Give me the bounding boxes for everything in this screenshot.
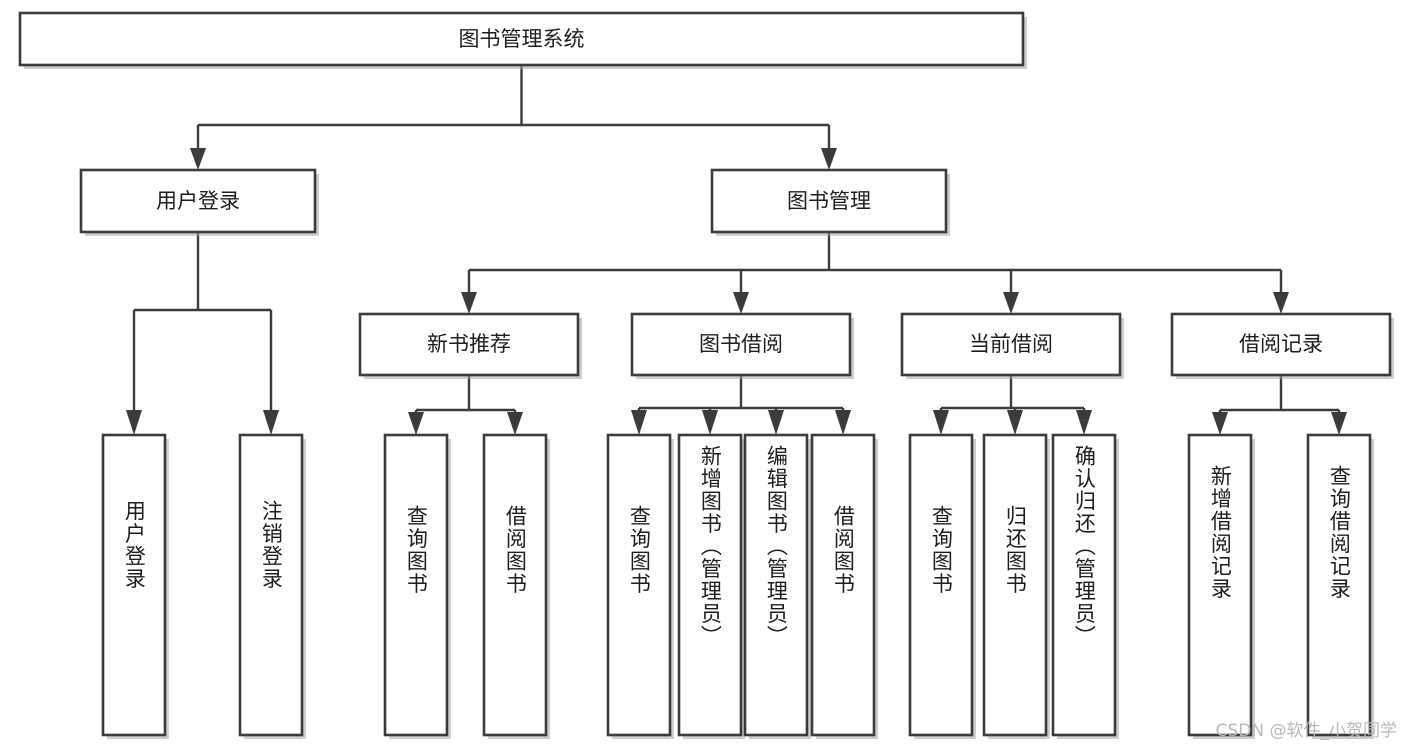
node-borrow-record-label: 借阅记录 — [1239, 332, 1323, 356]
node-book-borrow-rect — [630, 312, 852, 377]
leaf-node-confirm-return[interactable] — [1051, 433, 1119, 739]
node-new-book-recommend-label: 新书推荐 — [427, 332, 511, 356]
leaf-confirm-return-rect — [1051, 433, 1117, 737]
arrow-to-borrow — [733, 292, 749, 314]
node-root-label: 图书管理系统 — [459, 27, 585, 51]
arrow-to-borrow-record — [1273, 292, 1289, 314]
leaf-borrow-book-1-rect — [482, 433, 548, 737]
arrow-leaf-user-login — [126, 410, 142, 435]
leaf-node-borrow-book-1[interactable] — [482, 433, 550, 739]
node-user-login-rect — [79, 168, 317, 234]
leaf-node-add-record[interactable] — [1187, 433, 1255, 739]
arrow-leaf-query-book-1 — [408, 412, 424, 435]
leaf-node-edit-book[interactable] — [743, 433, 811, 739]
leaf-node-user-login[interactable] — [101, 433, 169, 739]
arrow-to-new-book — [461, 292, 477, 314]
node-book-management[interactable]: 图书管理 — [710, 168, 950, 236]
node-book-management-label: 图书管理 — [787, 189, 871, 213]
arrow-leaf-logout — [263, 410, 279, 435]
leaf-node-logout[interactable] — [238, 433, 306, 739]
node-user-login[interactable]: 用户登录 — [79, 168, 319, 236]
node-book-borrow[interactable]: 图书借阅 — [630, 312, 854, 379]
leaf-return-book-rect — [982, 433, 1048, 737]
leaf-node-borrow-book-2[interactable] — [810, 433, 878, 739]
node-borrow-record[interactable]: 借阅记录 — [1170, 312, 1394, 379]
arrow-leaf-add-record — [1212, 412, 1228, 435]
leaf-user-login-rect — [101, 433, 167, 737]
node-new-book-recommend[interactable]: 新书推荐 — [358, 312, 582, 379]
leaf-node-query-book-2[interactable] — [606, 433, 674, 739]
leaf-query-book-1-rect — [383, 433, 449, 737]
node-current-borrow[interactable]: 当前借阅 — [900, 312, 1124, 379]
node-book-management-rect — [710, 168, 948, 234]
leaf-node-return-book[interactable] — [982, 433, 1050, 739]
arrow-leaf-add-book — [702, 410, 718, 435]
node-user-login-label: 用户登录 — [156, 189, 240, 213]
leaf-node-query-record[interactable] — [1306, 433, 1374, 739]
arrow-leaf-edit-book — [768, 410, 784, 435]
node-root-rect — [18, 11, 1025, 67]
connector-layer — [126, 65, 1347, 435]
node-new-book-recommend-rect — [358, 312, 580, 377]
leaf-logout-rect — [238, 433, 304, 737]
arrow-leaf-confirm-return — [1076, 410, 1092, 435]
arrow-leaf-borrow-book-1 — [507, 412, 523, 435]
node-borrow-record-rect — [1170, 312, 1392, 377]
leaf-node-add-book[interactable] — [677, 433, 745, 739]
node-current-borrow-rect — [900, 312, 1122, 377]
leaf-node-query-book-1[interactable] — [383, 433, 451, 739]
arrow-to-user-login — [190, 148, 206, 170]
leaf-edit-book-rect — [743, 433, 809, 737]
leaf-query-book-2-rect — [606, 433, 672, 737]
arrow-to-book-mgmt — [821, 148, 837, 170]
arrow-leaf-borrow-book-2 — [835, 410, 851, 435]
arrow-leaf-query-book-2 — [631, 410, 647, 435]
node-current-borrow-label: 当前借阅 — [969, 332, 1053, 356]
arrow-leaf-return-book — [1007, 410, 1023, 435]
node-book-borrow-label: 图书借阅 — [699, 332, 783, 356]
arrow-leaf-query-record — [1331, 412, 1347, 435]
arrow-to-current-borrow — [1003, 292, 1019, 314]
leaf-query-record-rect — [1306, 433, 1372, 737]
leaf-query-book-3-rect — [908, 433, 974, 737]
node-root[interactable]: 图书管理系统 — [18, 11, 1027, 69]
leaf-borrow-book-2-rect — [810, 433, 876, 737]
leaf-add-book-rect — [677, 433, 743, 737]
arrow-leaf-query-book-3 — [933, 410, 949, 435]
leaf-add-record-rect — [1187, 433, 1253, 737]
node-layer: 图书管理系统 用户登录 图书管理 新书推荐 图书 — [18, 11, 1394, 739]
csdn-watermark: CSDN @软件_小贺同学 — [1215, 721, 1397, 741]
leaf-node-query-book-3[interactable] — [908, 433, 976, 739]
